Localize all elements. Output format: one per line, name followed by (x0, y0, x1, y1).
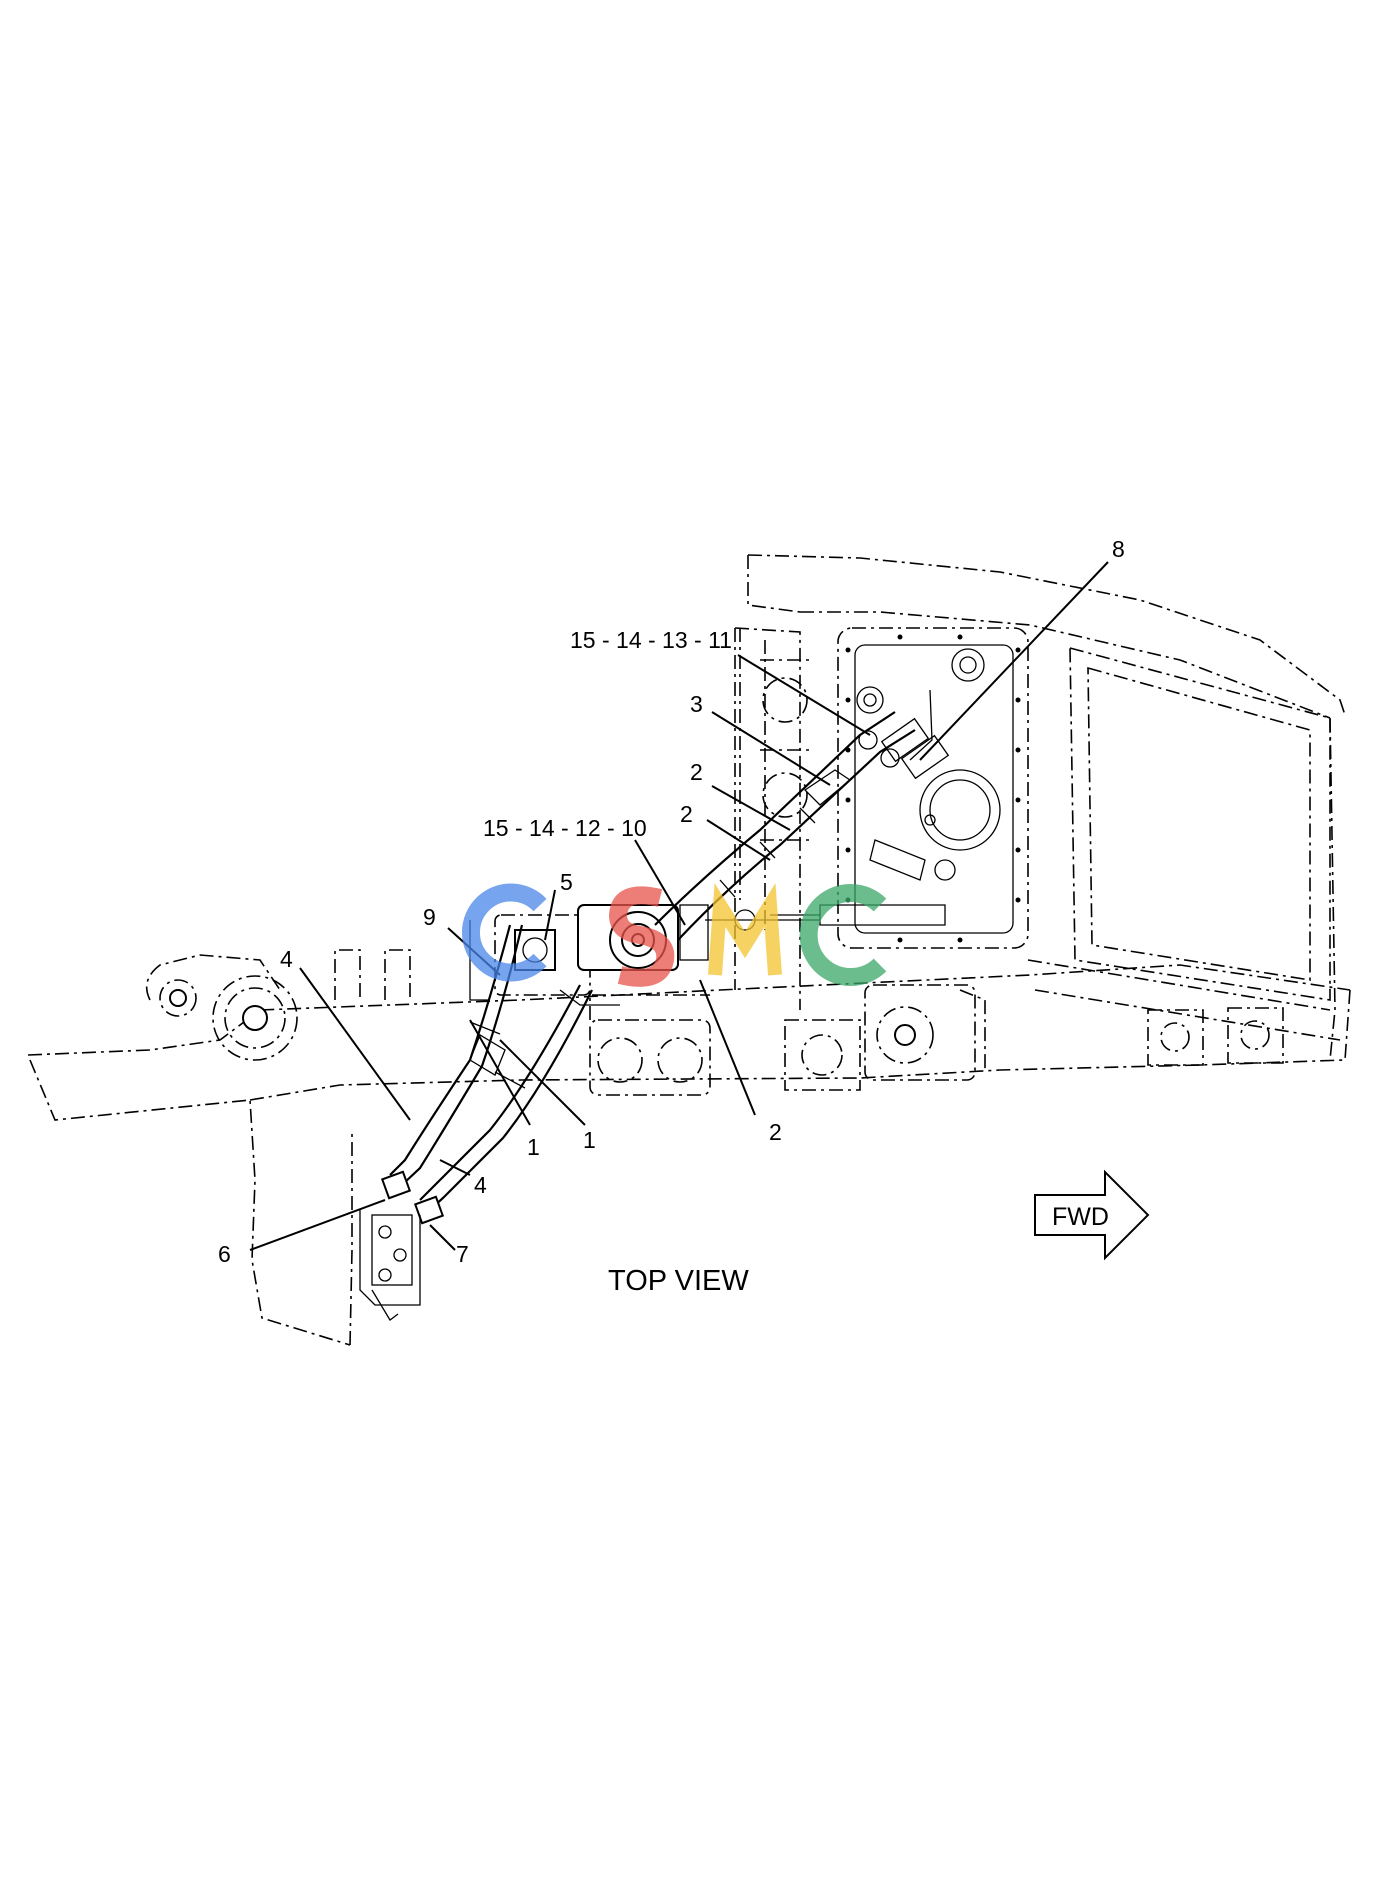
valve-block (359, 1170, 445, 1321)
center-components (589, 984, 1284, 1096)
forward-arrow-icon (1034, 1169, 1150, 1261)
view-caption: TOP VIEW (608, 1265, 749, 1297)
watermark-letter-m (708, 883, 782, 976)
callout-15-14-13-11: 15 - 14 - 13 - 11 (570, 627, 732, 653)
callout-9: 9 (423, 904, 436, 930)
upper-body-outline (734, 554, 1346, 1061)
pump-assembly (469, 904, 946, 1006)
left-frame-members (734, 628, 810, 990)
main-frame (27, 949, 1351, 1346)
callout-2-middle: 2 (680, 801, 693, 827)
callout-4-right: 4 (474, 1172, 487, 1198)
watermark-logo (462, 883, 887, 987)
callout-1-right: 1 (583, 1127, 596, 1153)
tank-panel (837, 627, 1029, 949)
callouts: 8 15 - 14 - 13 - 11 3 2 2 15 - 14 - 12 -… (218, 536, 1125, 1267)
callout-1-left: 1 (527, 1134, 540, 1160)
callout-3: 3 (690, 691, 703, 717)
callout-15-14-12-10: 15 - 14 - 12 - 10 (483, 815, 647, 841)
watermark-letter-s (608, 886, 675, 987)
callout-2-lower: 2 (769, 1119, 782, 1145)
callout-7: 7 (456, 1241, 469, 1267)
callout-5: 5 (560, 869, 573, 895)
callout-6: 6 (218, 1241, 231, 1267)
leader-lines (249, 561, 1109, 1251)
callout-2-upper: 2 (690, 759, 703, 785)
forward-arrow: FWD (1034, 1169, 1150, 1261)
upper-hose (654, 711, 950, 941)
callout-4-left: 4 (280, 946, 293, 972)
right-housing (1027, 646, 1341, 1041)
watermark-letter-c1 (462, 883, 547, 982)
callout-8: 8 (1112, 536, 1125, 562)
watermark-letter-c2 (799, 884, 887, 986)
forward-label: FWD (1052, 1203, 1109, 1231)
